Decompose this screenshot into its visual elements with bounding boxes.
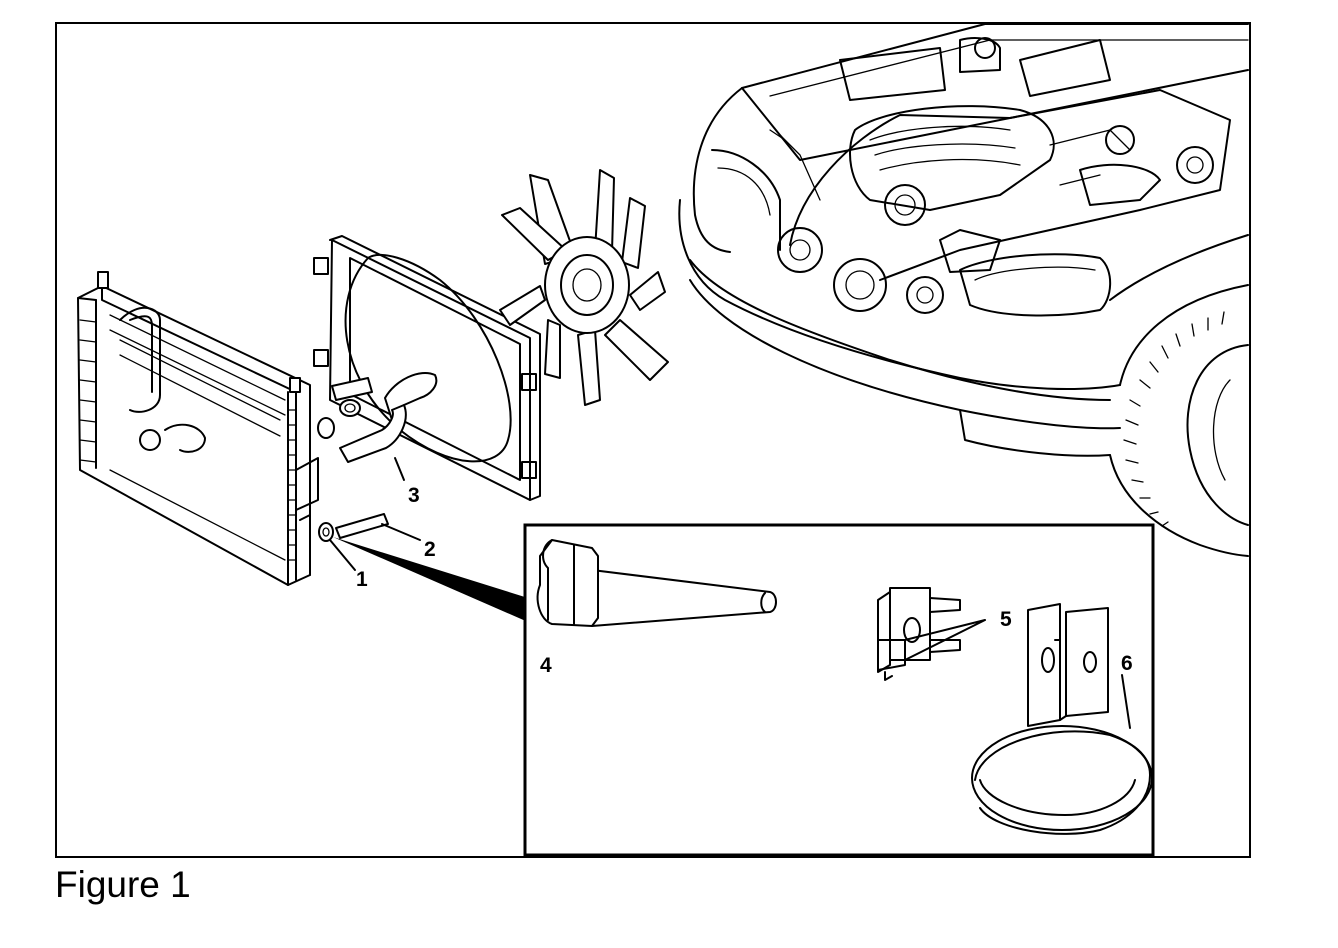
figure-caption: Figure 1 [55,864,191,905]
leader-lines [329,457,528,622]
vehicle-front-illustration [678,23,1249,557]
callout-2: 2 [424,538,436,561]
hoses-illustration [317,372,438,542]
magnification-pointer [333,537,528,622]
callout-5: 5 [1000,608,1012,631]
hose-clamp-illustration [971,603,1153,835]
callout-4: 4 [540,654,552,677]
fan-illustration [499,169,669,406]
callout-1: 1 [356,568,368,591]
bracket-clip-illustration [877,587,986,681]
callout-3: 3 [408,484,420,507]
radiator-illustration [77,271,319,586]
fan-shroud-illustration [313,235,541,501]
plug-tool-illustration [536,539,777,627]
callout-6: 6 [1121,652,1133,675]
